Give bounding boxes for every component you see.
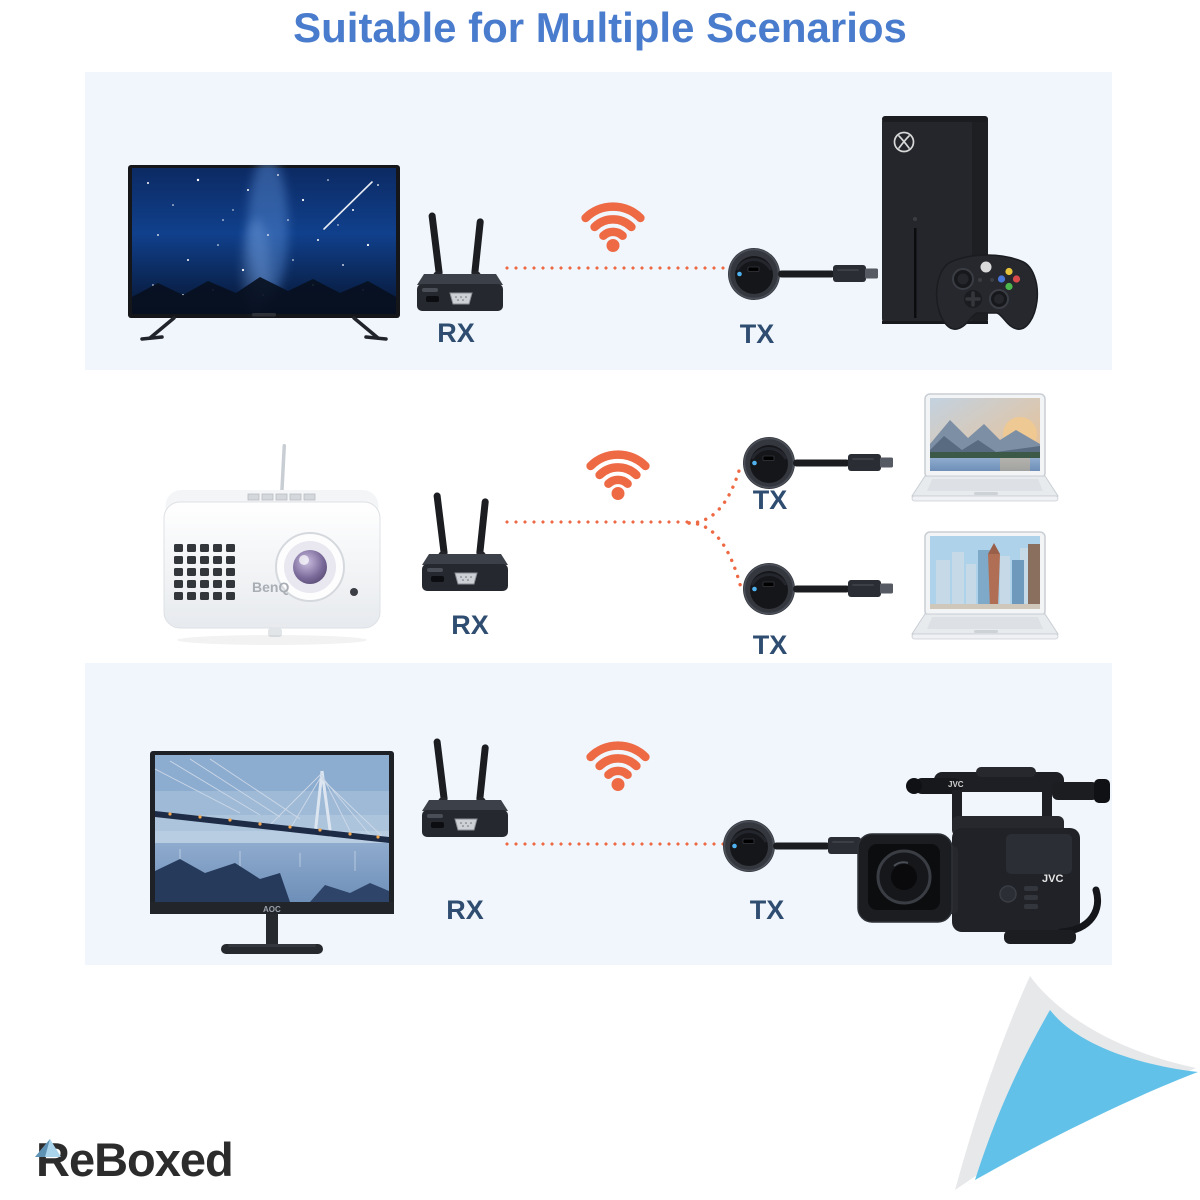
- wireless-link-line: [505, 266, 742, 270]
- wifi-icon: [578, 438, 658, 502]
- projector-brand-label: BenQ: [252, 579, 289, 595]
- laptop-image-city: [911, 531, 1059, 640]
- monitor-brand-label: AOC: [263, 905, 281, 914]
- tx-transmitter-image: [722, 818, 875, 874]
- wireless-link-line: [505, 842, 727, 846]
- page-title: Suitable for Multiple Scenarios: [293, 4, 907, 51]
- rx-label: RX: [446, 895, 484, 925]
- laptop-image-mountain: [911, 393, 1059, 502]
- reboxed-logo: ReBoxed: [35, 1132, 234, 1188]
- wireless-link-line: [505, 520, 693, 524]
- rx-receiver-image: [421, 737, 509, 838]
- camcorder-image: JVC JVC: [857, 767, 1110, 944]
- xbox-controller-image: [935, 254, 1039, 330]
- camera-brand-label: JVC: [1042, 873, 1063, 885]
- page-curl-decoration: [955, 976, 1198, 1190]
- rx-receiver-image: [421, 491, 509, 592]
- monitor-image: AOC: [150, 751, 394, 954]
- rx-label: RX: [451, 610, 489, 640]
- rx-label: RX: [437, 318, 475, 348]
- scenario-row-camcorder-monitor: AOC RX TX: [85, 663, 1112, 965]
- tx-label: TX: [752, 630, 788, 660]
- rx-receiver-image: [416, 211, 504, 312]
- tx-transmitter-image: [742, 435, 895, 491]
- scenario-row-laptops-projector: BenQ RX TX TX: [85, 390, 1112, 663]
- xbox-logo-icon: [898, 135, 910, 149]
- projector-image: BenQ: [163, 444, 381, 645]
- wifi-icon: [573, 190, 653, 254]
- tv-image: [128, 165, 400, 341]
- tx-label: TX: [752, 485, 788, 515]
- tx-transmitter-image: [742, 561, 895, 617]
- scenario-row-game-console: RX TX: [85, 72, 1112, 370]
- logo-fold-icon: [35, 1139, 61, 1157]
- tx-label: TX: [739, 319, 775, 349]
- logo-text: ReBoxed: [36, 1133, 234, 1186]
- camera-brand-label-handle: JVC: [948, 780, 964, 789]
- tx-transmitter-image: [727, 246, 880, 302]
- tx-label: TX: [749, 895, 785, 925]
- wifi-icon: [578, 729, 658, 793]
- wireless-link-branch: [687, 462, 743, 590]
